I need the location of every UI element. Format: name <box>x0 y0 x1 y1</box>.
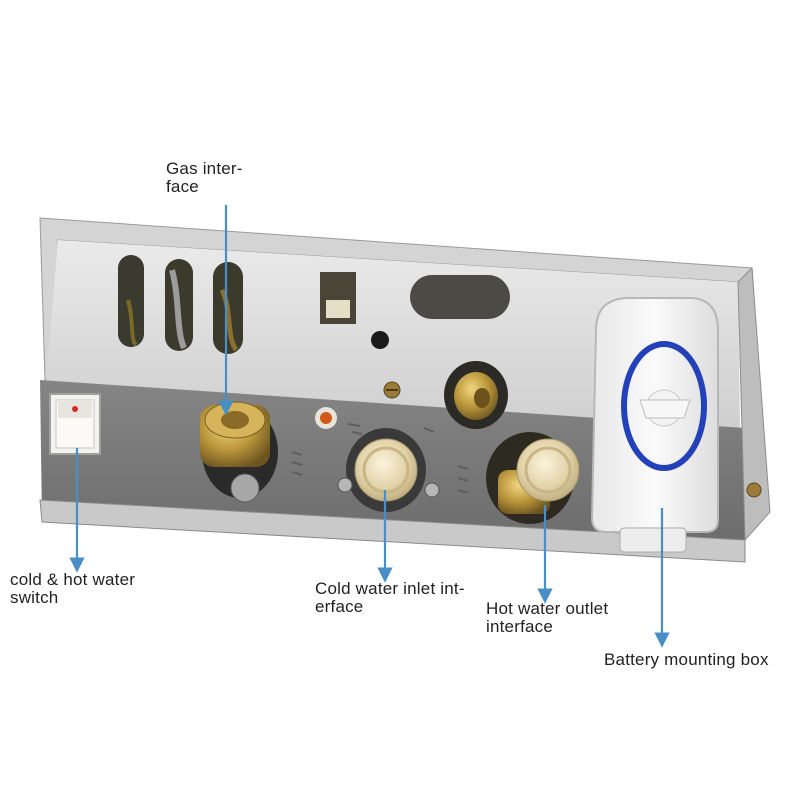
bottom-lip <box>39 499 746 563</box>
right-side-panel <box>737 266 771 542</box>
hot-water-outlet-label: Hot water outlet interface <box>486 599 609 636</box>
rocker-switch-icon <box>49 393 101 455</box>
side-screw-icon <box>746 482 762 498</box>
mount-hole <box>371 331 389 349</box>
battery-box-label: Battery mounting box <box>604 650 769 669</box>
water-switch-label: cold & hot water switch <box>10 570 136 607</box>
cold-water-inlet-icon <box>337 428 440 512</box>
battery-box-icon <box>590 297 719 553</box>
ventilation-slots <box>118 255 243 354</box>
stamped-markings <box>291 423 469 494</box>
oval-opening <box>410 275 510 319</box>
gas-interface-label: Gas inter- face <box>166 159 243 196</box>
brass-valve-icon <box>444 361 508 429</box>
cold-water-inlet-label: Cold water inlet int- erface <box>315 579 465 616</box>
pointer-arrows <box>69 205 670 648</box>
hot-water-outlet-icon <box>486 432 580 524</box>
indicator-led-icon <box>315 407 337 429</box>
